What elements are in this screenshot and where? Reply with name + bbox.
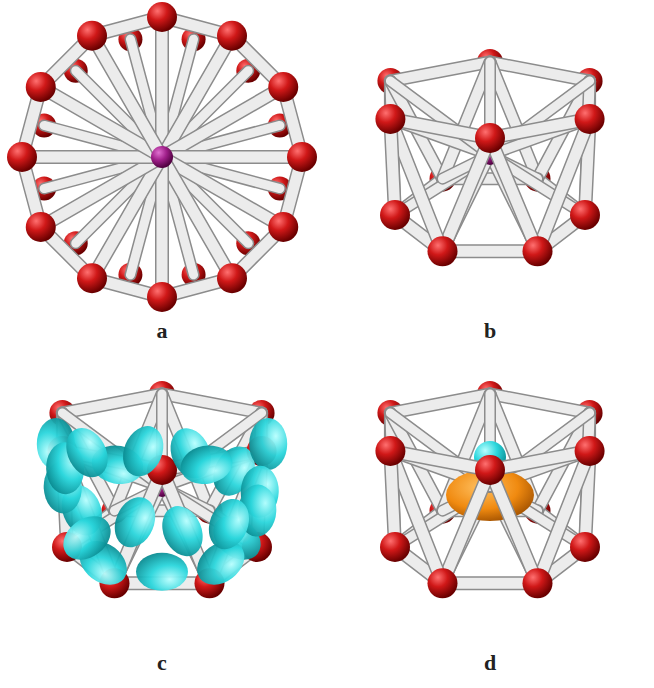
atom-sphere [523,236,553,266]
atom-sphere [523,568,553,598]
atom-sphere [428,236,458,266]
bond-rod [538,119,590,251]
bond-rod [490,138,538,251]
atom-sphere [375,436,405,466]
bond-rod [390,119,442,251]
bond-rod [390,451,442,583]
atom-sphere [26,72,56,102]
orbital-lobe [55,507,119,569]
bond-rod [490,119,590,138]
atom-sphere [147,282,177,312]
panel-label: c [157,650,167,676]
atom-sphere [287,142,317,172]
orbital-lobe [107,491,162,554]
bond-rod [41,157,162,227]
atom-sphere [575,436,605,466]
bond-rod [490,119,590,138]
orbital-lobe [177,441,235,488]
atom-sphere [217,21,247,51]
orbital-lobe [58,421,116,485]
atom-sphere [575,104,605,134]
orbital-lobe [155,500,210,563]
bond-rod [157,157,168,297]
panel-label: d [484,650,496,676]
bond-rod [490,470,538,583]
bond-rod [443,470,491,583]
bond-rod [162,157,232,278]
bond-rod [62,394,162,413]
bond-rod [62,394,162,413]
bond-rod [490,451,590,470]
atom-sphere [475,123,505,153]
bond-rod [443,470,491,583]
bond-rod [162,394,262,413]
bond-rod [490,394,590,413]
atom-sphere [570,532,600,562]
bond-rod [390,119,490,138]
bond-rod [443,138,491,251]
bond-rod [22,152,162,163]
bond-rod [390,394,490,413]
atom-sphere [380,532,410,562]
orbital-lobe [249,418,287,470]
bond-rod [490,62,590,81]
bond-rod [390,119,490,138]
orbital-lobe [136,553,188,591]
bond-rod [162,87,283,157]
bond-rod [390,451,490,470]
atom-sphere [268,72,298,102]
bond-rod [390,451,442,583]
atom-sphere [77,21,107,51]
bond-rod [162,87,283,157]
atom-sphere [77,263,107,293]
orbital-lobe [202,493,256,555]
atom-sphere [570,200,600,230]
atom-sphere [7,142,37,172]
panel-label: a [157,318,168,344]
bond-rod [538,119,590,251]
bond-rod [41,157,162,227]
center-atom [151,146,173,168]
bond-rod [390,62,490,81]
bond-rod [92,36,162,157]
bond-rod [490,470,538,583]
bond-rod [443,138,491,251]
bond-rod [390,119,442,251]
bond-rod [390,62,490,81]
bond-rod [538,451,590,583]
atom-sphere [375,104,405,134]
bond-rod [390,394,490,413]
bond-rod [390,451,490,470]
bond-rod [490,394,590,413]
bond-rod [490,451,590,470]
bond-rod [162,152,302,163]
bond-rod [92,36,162,157]
atom-sphere [268,212,298,242]
bond-rod [162,157,232,278]
bond-rod [490,138,538,251]
atom-sphere [428,568,458,598]
bond-rod [157,17,168,157]
atom-sphere [475,455,505,485]
bond-rod [162,394,262,413]
bond-rod [490,62,590,81]
atom-sphere [147,2,177,32]
orbital-lobe [116,420,171,482]
atom-sphere [217,263,247,293]
bond-rod [538,451,590,583]
atom-sphere [26,212,56,242]
atom-sphere [380,200,410,230]
panel-label: b [484,318,496,344]
